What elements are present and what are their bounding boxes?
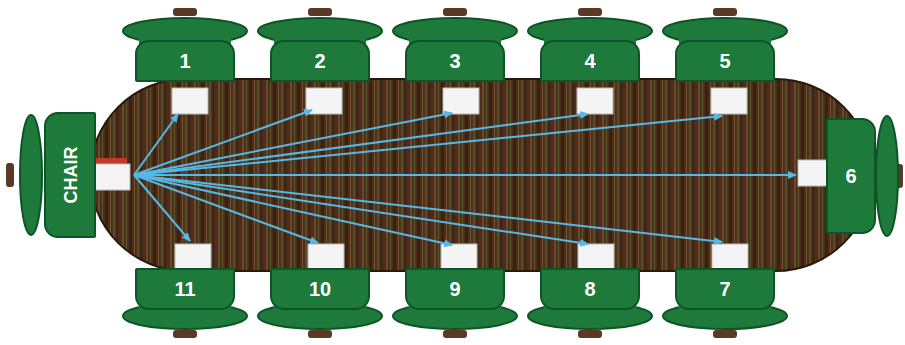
chair-knob [173, 330, 197, 338]
chair-knob [308, 8, 332, 16]
chair-knob [308, 330, 332, 338]
seat-number: 5 [719, 51, 730, 71]
paper-tab [95, 158, 127, 164]
chair-seat: 1 [135, 40, 235, 82]
chair-knob [578, 8, 602, 16]
arrows [134, 110, 796, 245]
chair-knob [173, 8, 197, 16]
seat-number: 6 [845, 166, 856, 186]
seat-number: 10 [309, 279, 331, 299]
chair-knob [713, 330, 737, 338]
seat-number: 4 [584, 51, 595, 71]
paper [712, 244, 748, 270]
arrow [134, 116, 722, 175]
paper [308, 244, 344, 270]
chair-knob [443, 330, 467, 338]
arrow [134, 114, 178, 175]
papers [92, 88, 834, 270]
arrow [134, 175, 452, 245]
conference-table [90, 79, 872, 271]
paper [441, 244, 477, 270]
chair-knob [578, 330, 602, 338]
seat-number: 3 [449, 51, 460, 71]
chair-back [20, 115, 42, 235]
seat-number: 9 [449, 279, 460, 299]
chair-seat: 2 [270, 40, 370, 82]
seat-number: 11 [174, 279, 195, 299]
seat-number: 2 [314, 51, 325, 71]
paper [172, 88, 208, 114]
chair-seat: 4 [540, 40, 640, 82]
seat-number: CHAIR [61, 147, 79, 204]
arrow [134, 175, 722, 242]
chair-seat: CHAIR [44, 112, 96, 238]
chair-seat: 7 [675, 268, 775, 310]
chair-backs [6, 8, 903, 338]
seat-number: 8 [584, 279, 595, 299]
seat-number: 7 [719, 279, 730, 299]
paper [92, 164, 130, 190]
chair-seat: 5 [675, 40, 775, 82]
chair-knob [6, 163, 14, 187]
seat-number: 1 [179, 51, 190, 71]
paper [577, 88, 613, 114]
chair-seat: 11 [135, 268, 235, 310]
arrow [134, 175, 588, 244]
chair-seat: 8 [540, 268, 640, 310]
chair-back [876, 116, 898, 236]
arrow [134, 114, 588, 175]
chair-seat: 6 [826, 118, 876, 234]
chair-knob [713, 8, 737, 16]
arrow [134, 113, 452, 175]
paper [443, 88, 479, 114]
chair-seat: 10 [270, 268, 370, 310]
chair-knob [443, 8, 467, 16]
chair-seat: 9 [405, 268, 505, 310]
arrow [134, 174, 796, 176]
paper [578, 244, 614, 270]
paper [175, 244, 211, 270]
chair-seat: 3 [405, 40, 505, 82]
paper [711, 88, 747, 114]
